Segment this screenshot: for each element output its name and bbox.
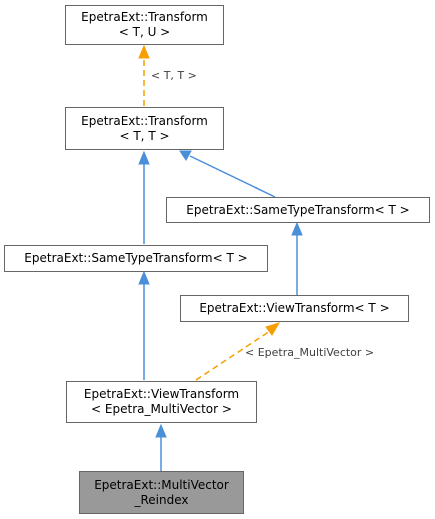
inheritance-edge-view-to-same bbox=[291, 221, 303, 295]
node-transform-t-u-line2: < T, U > bbox=[118, 25, 171, 39]
node-view-transform-multivector-line1: EpetraExt::ViewTransform bbox=[83, 387, 240, 401]
node-view-transform-multivector[interactable]: EpetraExt::ViewTransform < Epetra_MultiV… bbox=[66, 381, 257, 423]
node-same-type-transform-left-label: EpetraExt::SameTypeTransform< T > bbox=[24, 251, 248, 265]
node-transform-t-u-line1: EpetraExt::Transform bbox=[81, 10, 208, 24]
inheritance-edge-reindex-to-viewmv bbox=[155, 423, 167, 471]
node-multivector-reindex[interactable]: EpetraExt::MultiVector _Reindex bbox=[79, 471, 244, 514]
inheritance-edge-viewmv-to-same bbox=[138, 270, 150, 380]
template-edge-label-tt: < T, T > bbox=[151, 69, 197, 82]
node-same-type-transform-right-label: EpetraExt::SameTypeTransform< T > bbox=[186, 202, 410, 217]
node-view-transform-multivector-line2: < Epetra_MultiVector > bbox=[91, 402, 232, 416]
node-same-type-transform-left[interactable]: EpetraExt::SameTypeTransform< T > bbox=[4, 245, 268, 272]
node-view-transform-t-label: EpetraExt::ViewTransform< T > bbox=[199, 301, 390, 315]
inheritance-edge-left-same-to-transform bbox=[138, 150, 150, 244]
node-same-type-transform-right[interactable]: EpetraExt::SameTypeTransform< T > bbox=[166, 197, 430, 223]
node-transform-t-u[interactable]: EpetraExt::Transform < T, U > bbox=[65, 5, 224, 45]
template-edge-transform: < T, T > bbox=[138, 44, 197, 106]
template-edge-view: < Epetra_MultiVector > bbox=[195, 322, 374, 381]
node-multivector-reindex-line2: _Reindex bbox=[134, 492, 189, 507]
node-transform-t-t[interactable]: EpetraExt::Transform < T, T > bbox=[65, 107, 224, 150]
node-transform-t-t-line1: EpetraExt::Transform bbox=[81, 113, 208, 128]
node-transform-t-t-line2: < T, T > bbox=[119, 128, 170, 143]
template-edge-label-mv: < Epetra_MultiVector > bbox=[245, 346, 374, 359]
inheritance-edge-right-same-to-transform bbox=[179, 150, 276, 198]
node-multivector-reindex-line1: EpetraExt::MultiVector bbox=[94, 477, 229, 492]
node-view-transform-t[interactable]: EpetraExt::ViewTransform< T > bbox=[180, 295, 409, 322]
